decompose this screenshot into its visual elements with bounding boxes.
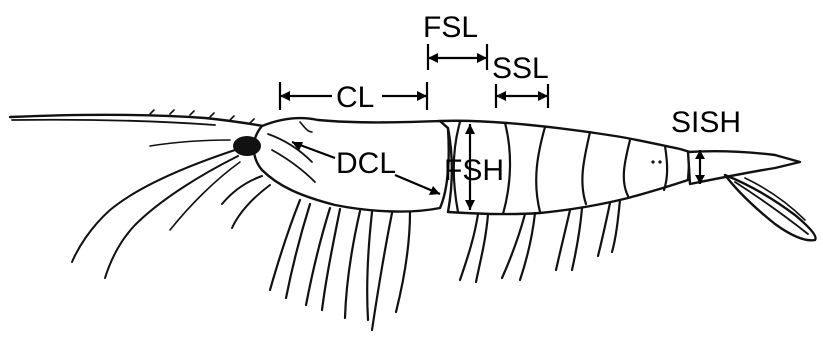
label-ssl: SSL <box>492 52 549 85</box>
ssl-dimension <box>496 84 548 108</box>
tail-fan <box>688 151 816 240</box>
label-dcl: DCL <box>336 147 396 180</box>
antennae <box>72 140 240 278</box>
label-fsh: FSH <box>444 154 504 187</box>
label-cl: CL <box>336 81 374 114</box>
rostrum <box>10 110 275 128</box>
label-fsl: FSL <box>423 11 478 44</box>
eye-icon <box>233 136 261 156</box>
fsl-dimension <box>428 44 487 70</box>
label-sish: SISH <box>671 106 741 139</box>
